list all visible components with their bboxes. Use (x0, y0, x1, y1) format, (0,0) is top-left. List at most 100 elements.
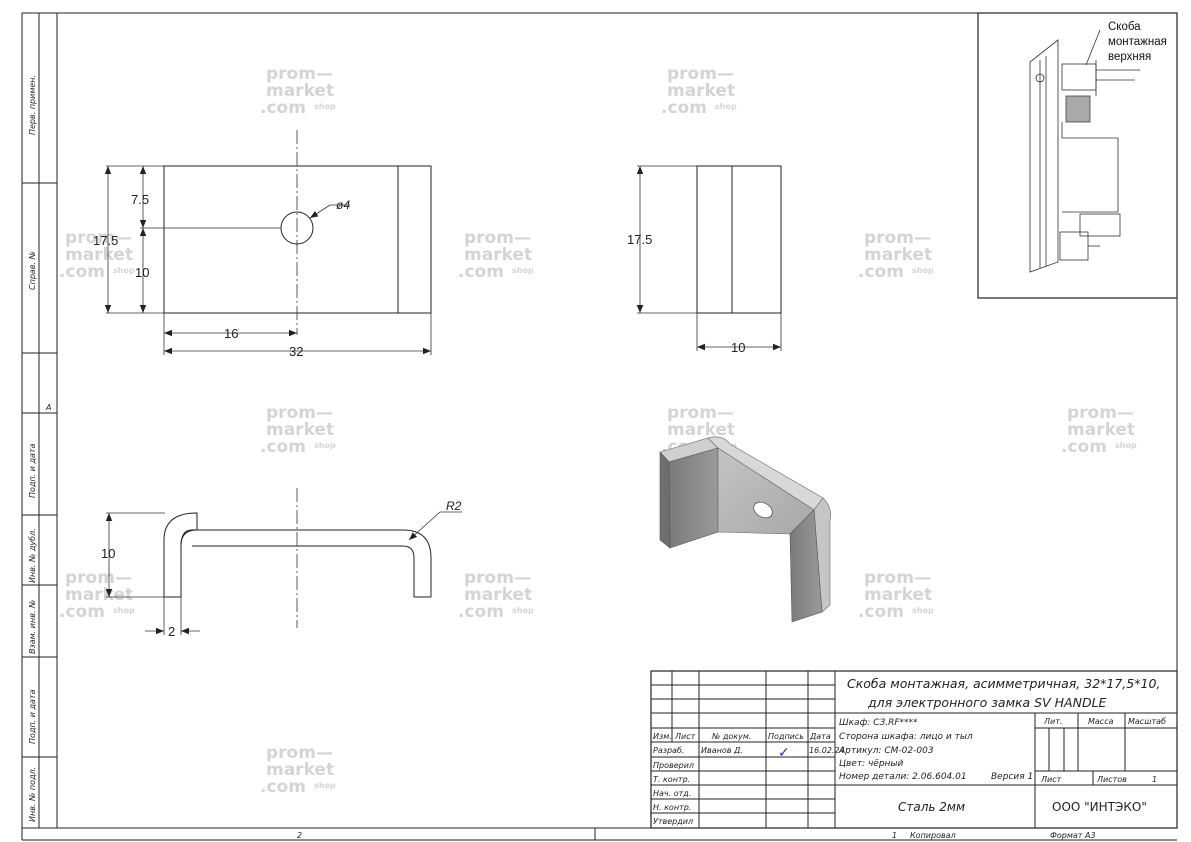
side-label-sprav: Справ. № (28, 251, 37, 290)
svg-text:.com: .com (59, 602, 105, 622)
info-cvet: Цвет: чёрный (839, 759, 904, 769)
svg-text:market: market (65, 585, 133, 605)
svg-text:market: market (864, 585, 932, 605)
svg-text:shop: shop (715, 102, 737, 111)
dim-hole-diameter: ø4 (336, 198, 350, 212)
watermark: prom— market .com shop (260, 64, 336, 118)
svg-text:shop: shop (314, 102, 336, 111)
dim-17-5: 17.5 (93, 233, 118, 248)
svg-text:market: market (464, 245, 532, 265)
drawing-title-line2: для электронного замка SV HANDLE (867, 695, 1107, 710)
inset-detail: Скоба монтажная верхняя (977, 12, 1178, 299)
svg-text:shop: shop (1115, 441, 1137, 450)
watermark: prom— market .com shop (858, 228, 934, 282)
svg-text:.com: .com (260, 98, 306, 118)
side-labels: Перв. примен. Справ. № А Подп. и дата Ин… (28, 75, 51, 822)
info-nomer: Номер детали: 2.06.604.01 (839, 772, 967, 782)
dim-10: 10 (135, 265, 149, 280)
svg-text:shop: shop (314, 441, 336, 450)
inset-note-line3: верхняя (1108, 51, 1151, 63)
side-label-vzam-inv: Взам. инв. № (28, 600, 37, 654)
info-versiya: Версия 1 (991, 772, 1033, 782)
svg-text:.com: .com (59, 262, 105, 282)
svg-text:.com: .com (260, 777, 306, 797)
row-nachotd: Нач. отд. (653, 789, 691, 798)
svg-text:market: market (464, 585, 532, 605)
svg-text:shop: shop (314, 781, 336, 790)
col-list: Лист (674, 732, 696, 741)
lbl-lit: Лит. (1043, 717, 1062, 726)
sign-date: 16.02.24 (809, 746, 845, 755)
footer: 2 1 Копировал Формат А3 (297, 831, 1096, 840)
svg-text:.com: .com (260, 437, 306, 457)
svg-text:market: market (266, 420, 334, 440)
inset-note-line2: монтажная (1108, 36, 1167, 48)
col-docum: № докум. (711, 732, 751, 741)
svg-text:prom—: prom— (464, 228, 531, 248)
svg-text:prom—: prom— (266, 403, 333, 423)
col-izm: Изм. (653, 732, 672, 741)
dim-top-10: 10 (101, 546, 115, 561)
svg-text:.com: .com (458, 262, 504, 282)
side-label-zone: А (45, 403, 51, 412)
svg-text:market: market (65, 245, 133, 265)
watermark: prom— market .com shop (59, 568, 135, 622)
side-label-perv-primen: Перв. примен. (28, 75, 37, 135)
svg-text:shop: shop (912, 606, 934, 615)
info-artikul: Артикул: СМ-02-003 (838, 746, 934, 756)
watermark: prom— market .com shop (260, 403, 336, 457)
material: Сталь 2мм (898, 800, 965, 814)
watermark: prom— market .com shop (661, 64, 737, 118)
dim-radius: R2 (446, 499, 462, 513)
watermark: prom— market .com shop (458, 228, 534, 282)
svg-text:market: market (864, 245, 932, 265)
side-label-inv-dubl: Инв. № дубл. (28, 528, 37, 583)
dim-side-17-5: 17.5 (627, 232, 652, 247)
lbl-listov: Листов (1096, 775, 1127, 784)
dim-side-10: 10 (731, 340, 745, 355)
col-data: Дата (809, 732, 831, 741)
inset-note-line1: Скоба (1108, 21, 1141, 33)
row-nkontr: Н. контр. (653, 803, 691, 812)
svg-text:market: market (667, 420, 735, 440)
dim-7-5: 7.5 (131, 192, 149, 207)
dim-16: 16 (224, 326, 238, 341)
row-razrab: Разраб. (653, 746, 684, 755)
listov-value: 1 (1152, 775, 1157, 784)
svg-text:market: market (266, 81, 334, 101)
lbl-list: Лист (1040, 775, 1062, 784)
row-utverdil: Утвердил (653, 817, 693, 826)
svg-text:market: market (1067, 420, 1135, 440)
author-name: Иванов Д. (701, 746, 743, 755)
svg-text:shop: shop (512, 266, 534, 275)
title-block: Скоба монтажная, асимметричная, 32*17,5*… (650, 670, 1178, 829)
company: ООО "ИНТЭКО" (1052, 800, 1147, 814)
dim-top-2: 2 (168, 624, 175, 639)
lbl-masshtab: Масштаб (1128, 717, 1166, 726)
svg-text:.com: .com (661, 98, 707, 118)
info-storona: Сторона шкафа: лицо и тыл (839, 732, 973, 742)
side-label-podp-data-2: Подп. и дата (28, 689, 37, 744)
info-shkaf: Шкаф: CЗ.RF**** (839, 718, 918, 728)
svg-text:prom—: prom— (667, 64, 734, 84)
row-proveril: Проверил (653, 761, 694, 770)
side-label-inv-podl: Инв. № подл. (28, 767, 37, 822)
svg-text:prom—: prom— (864, 568, 931, 588)
format-label: Формат А3 (1050, 831, 1096, 840)
svg-text:.com: .com (858, 262, 904, 282)
lbl-massa: Масса (1088, 717, 1114, 726)
watermark: prom— market .com shop (59, 228, 135, 282)
svg-text:prom—: prom— (667, 403, 734, 423)
author-signature: ✓ (778, 745, 790, 761)
svg-text:market: market (667, 81, 735, 101)
svg-text:prom—: prom— (65, 568, 132, 588)
watermark: prom— market .com shop (260, 743, 336, 797)
watermark: prom— market .com shop (1061, 403, 1137, 457)
drawing-title-line1: Скоба монтажная, асимметричная, 32*17,5*… (847, 676, 1160, 691)
svg-text:.com: .com (1061, 437, 1107, 457)
row-tkontr: Т. контр. (653, 775, 690, 784)
isometric-view (659, 436, 831, 623)
svg-text:shop: shop (113, 266, 135, 275)
svg-text:shop: shop (113, 606, 135, 615)
